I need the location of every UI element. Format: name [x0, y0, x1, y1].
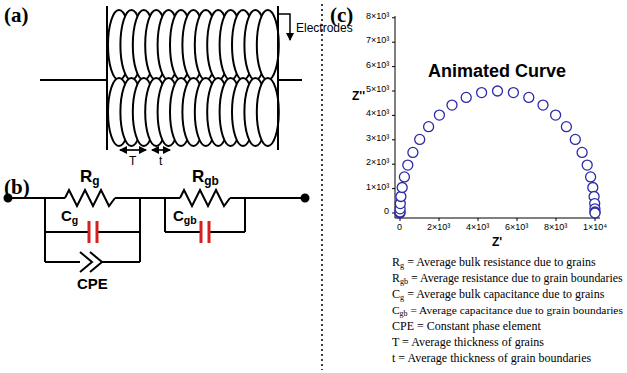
tick: [556, 218, 557, 221]
tick: [392, 164, 395, 165]
component-label: Cg: [61, 208, 78, 225]
tick-label: 7×10³: [366, 36, 389, 46]
tick: [392, 42, 395, 43]
data-point: [524, 92, 534, 102]
component-label: Rg: [80, 168, 100, 187]
panel-letter: (a): [4, 4, 29, 27]
data-point: [447, 100, 457, 110]
tick: [392, 66, 395, 67]
component-label: Cgb: [173, 208, 197, 225]
tick-label: 1×10⁴: [583, 223, 607, 233]
tick-label: 0: [397, 223, 402, 233]
data-point: [551, 110, 561, 120]
data-point: [424, 122, 434, 132]
tick: [392, 17, 395, 18]
data-point: [408, 147, 418, 157]
panel-letter: (b): [4, 176, 30, 199]
electrode-setup: [40, 6, 302, 150]
tick-label: 3×10³: [366, 134, 389, 144]
thickness-arrows: [120, 149, 170, 150]
tick-label: 4×10³: [466, 223, 489, 233]
tick: [517, 218, 518, 221]
tick-label: 8×10³: [544, 223, 567, 233]
component-label: Rgb: [192, 168, 219, 187]
axis-title: Z'': [352, 90, 365, 103]
dimension-label: t: [159, 155, 162, 168]
definition-line: t = Average thickness of grain boundarie…: [392, 352, 591, 365]
definition-line: Cg = Average bulk capacitance due to gra…: [392, 288, 604, 301]
tick: [439, 218, 440, 221]
tick-label: 6×10³: [366, 61, 389, 71]
tick-label: 6×10³: [505, 223, 528, 233]
data-point: [508, 88, 518, 98]
data-point: [403, 160, 413, 170]
tick: [478, 218, 479, 221]
data-point: [399, 172, 409, 182]
data-point: [588, 183, 598, 193]
plot-axes: [395, 16, 600, 218]
data-point: [577, 147, 587, 157]
data-point: [561, 122, 571, 132]
grain-ellipses: [108, 10, 279, 146]
grain: [257, 78, 279, 146]
data-point: [493, 86, 503, 96]
nyquist-points: [395, 86, 600, 218]
axis-title: Z': [492, 236, 502, 249]
grain: [257, 10, 279, 80]
dimension-label: T: [129, 155, 136, 168]
data-point: [538, 100, 548, 110]
data-point: [586, 172, 596, 182]
tick-label: 2×10³: [366, 158, 389, 168]
data-point: [415, 134, 425, 144]
component-label: CPE: [77, 276, 108, 293]
data-point: [582, 160, 592, 170]
tick-label: 0: [384, 207, 389, 217]
data-point: [434, 110, 444, 120]
tick-label: 8×10³: [366, 12, 389, 22]
definition-line: Rgb = Average resistance due to grain bo…: [392, 272, 623, 285]
definition-line: Cgb = Average capacitance due to grain b…: [392, 304, 623, 317]
tick-label: 2×10³: [427, 223, 450, 233]
data-point: [570, 134, 580, 144]
chart-title: Animated Curve: [428, 62, 566, 82]
panel-letter: (c): [330, 4, 353, 27]
tick-label: 4×10³: [366, 109, 389, 119]
equivalent-circuit: [5, 190, 309, 272]
tick-label: 1×10³: [366, 183, 389, 193]
tick: [392, 188, 395, 189]
tick: [392, 91, 395, 92]
data-point: [590, 208, 600, 218]
tick: [392, 139, 395, 140]
definition-line: T = Average thickness of grains: [392, 336, 544, 349]
data-point: [461, 92, 471, 102]
panel-divider: [321, 4, 323, 370]
data-point: [477, 88, 487, 98]
tick: [392, 115, 395, 116]
data-point: [397, 183, 407, 193]
axis-ticks: [392, 18, 595, 221]
definition-line: Rg = Average bulk resistance due to grai…: [392, 256, 596, 269]
tick-label: 5×10³: [366, 85, 389, 95]
data-point: [590, 207, 600, 217]
data-point: [396, 192, 406, 202]
definition-line: CPE = Constant phase element: [392, 320, 541, 333]
